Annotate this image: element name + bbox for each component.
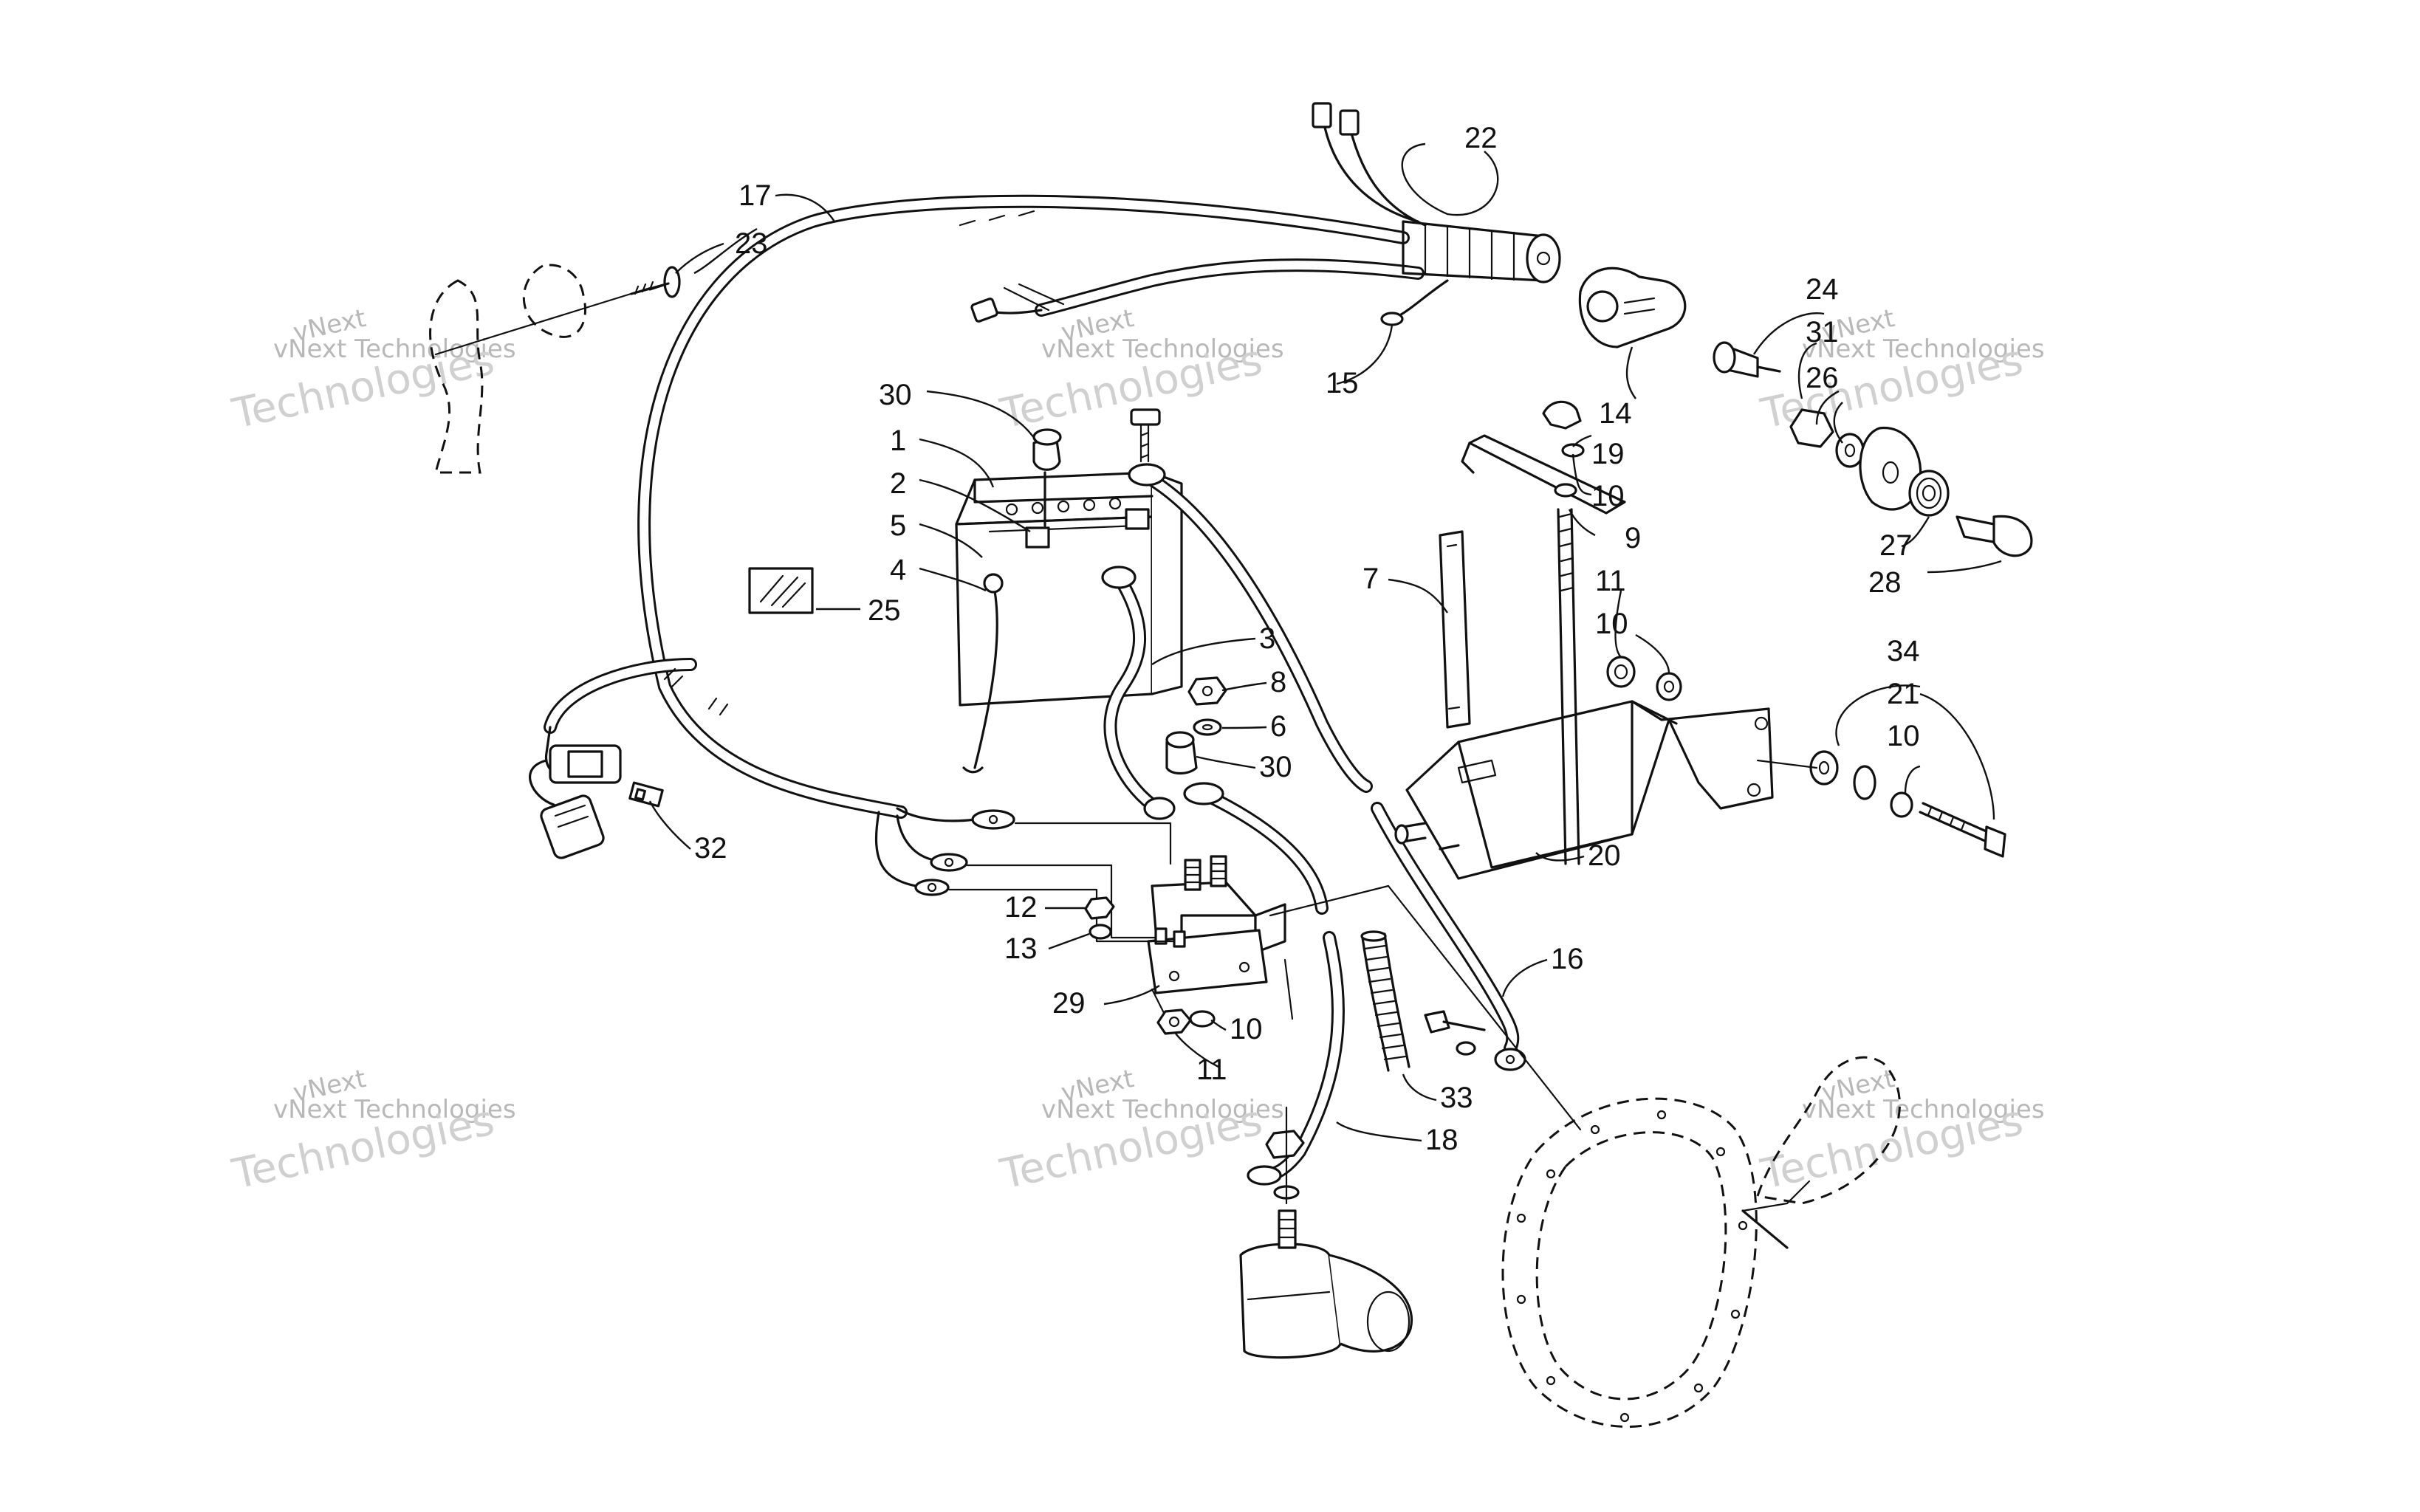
left-mount-bracket	[429, 264, 681, 474]
watermark-bottom-left: vNext vNext Technologies Technologies	[227, 1064, 515, 1199]
label-24: 24	[1806, 273, 1839, 306]
decal-25	[748, 567, 814, 614]
label-1: 1	[890, 425, 906, 457]
terminal-cap-30-middle	[1165, 731, 1198, 775]
label-17: 17	[738, 179, 772, 212]
leader-lines	[648, 193, 1670, 1142]
battery-tray-20	[1394, 700, 1774, 880]
label-11-tray: 11	[1595, 565, 1626, 597]
label-7: 7	[1362, 563, 1379, 595]
label-18: 18	[1425, 1124, 1458, 1156]
terminal-cap-30-top	[1032, 428, 1062, 527]
label-19: 19	[1591, 438, 1625, 470]
label-10-tray: 10	[1595, 608, 1628, 640]
watermark-bottom-right: vNext vNext Technologies Technologies	[1756, 1064, 2044, 1199]
label-21: 21	[1887, 678, 1920, 710]
label-34: 34	[1887, 635, 1920, 667]
watermark-text: vNext Technologies	[273, 334, 516, 364]
label-6: 6	[1270, 710, 1286, 743]
battery	[955, 471, 1183, 774]
wing-nut-19	[1542, 400, 1585, 458]
label-20: 20	[1588, 839, 1621, 872]
label-28: 28	[1868, 566, 1902, 599]
label-11-lower: 11	[1196, 1054, 1227, 1086]
leader-ring-right	[1835, 684, 1995, 820]
nut-11-lower	[1156, 1008, 1192, 1035]
nut-12	[1084, 896, 1115, 920]
label-16: 16	[1551, 943, 1584, 975]
fuse-32	[628, 781, 664, 808]
label-9: 9	[1625, 522, 1641, 554]
washer-10-lower	[1189, 1010, 1216, 1028]
watermark-top-center: vNext vNext Technologies Technologies	[995, 303, 1283, 439]
watermark-text: vNext Technologies	[1802, 1095, 2045, 1124]
washer-6	[1193, 718, 1222, 736]
corrugated-tube-33	[1360, 930, 1410, 1072]
label-4: 4	[890, 554, 906, 586]
label-14: 14	[1599, 397, 1632, 430]
engine-housing	[1387, 884, 1901, 1428]
bolt-right	[1756, 759, 2006, 858]
label-2: 2	[890, 467, 906, 500]
label-27: 27	[1879, 529, 1913, 562]
label-29: 29	[1052, 987, 1086, 1020]
watermark-bottom-center: vNext vNext Technologies Technologies	[995, 1064, 1283, 1199]
watermark-text: vNext Technologies	[1041, 1095, 1284, 1124]
ignition-switch-assembly	[1578, 267, 2033, 574]
label-32: 32	[694, 832, 727, 865]
label-26: 26	[1806, 362, 1839, 394]
starter-motor	[1239, 1106, 1413, 1359]
label-30-middle: 30	[1259, 751, 1292, 783]
label-31: 31	[1806, 316, 1839, 348]
label-30-top: 30	[879, 379, 912, 411]
watermark-layer: vNext vNext Technologies Technologies vN…	[227, 303, 2044, 1199]
label-12: 12	[1004, 891, 1038, 924]
label-33: 33	[1440, 1082, 1473, 1114]
label-8: 8	[1270, 666, 1286, 698]
watermark-text: vNext Technologies	[1041, 334, 1284, 364]
washer-13	[1089, 924, 1112, 940]
battery-strap-7	[1439, 530, 1471, 729]
label-13: 13	[1004, 932, 1038, 965]
bolt-16	[1424, 1010, 1486, 1056]
label-10-right: 10	[1887, 720, 1920, 752]
nut-11-tray	[1606, 656, 1636, 688]
label-10-top: 10	[1591, 480, 1625, 512]
hold-down-rod	[1557, 508, 1580, 865]
battery-cables	[1101, 408, 1526, 1186]
watermark-text: vNext Technologies	[1802, 334, 2045, 364]
washer-21	[1853, 765, 1876, 800]
washer-10-right	[1890, 791, 1913, 818]
label-23: 23	[735, 227, 768, 260]
label-10-lower: 10	[1230, 1013, 1263, 1045]
label-22: 22	[1464, 122, 1498, 154]
part-labels: 17 23 22 15 24 31 26 14 19 10 9 27 28 30…	[694, 122, 1920, 1156]
label-5: 5	[890, 509, 906, 542]
nut-8	[1187, 676, 1227, 706]
watermark-top-left: vNext vNext Technologies Technologies	[227, 303, 515, 439]
main-wiring-harness	[544, 194, 1425, 896]
label-15: 15	[1326, 367, 1359, 399]
ignition-connector-22	[970, 102, 1561, 326]
watermark-text: vNext Technologies	[273, 1095, 516, 1124]
washer-10-tray	[1656, 672, 1682, 701]
label-25: 25	[868, 594, 901, 627]
label-3: 3	[1259, 622, 1275, 655]
fuse-holder	[529, 726, 622, 859]
